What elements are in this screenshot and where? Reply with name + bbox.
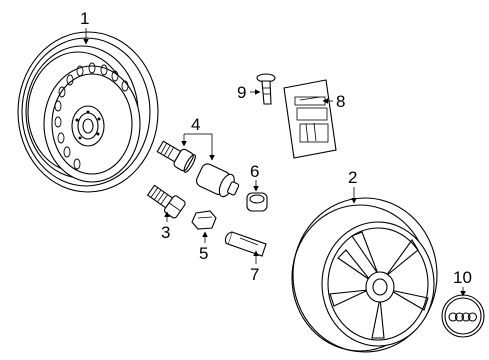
cap-puller-tool bbox=[224, 231, 267, 257]
alloy-wheel bbox=[291, 197, 438, 353]
spare-steel-wheel bbox=[17, 31, 159, 193]
callout-9: 9 bbox=[237, 83, 246, 102]
valve-stem bbox=[256, 73, 276, 105]
tire-label bbox=[283, 79, 337, 159]
callout-4: 4 bbox=[191, 115, 200, 134]
vent-holes bbox=[54, 62, 129, 170]
callout-2: 2 bbox=[348, 168, 357, 187]
callout-1: 1 bbox=[80, 9, 89, 28]
center-cap bbox=[441, 294, 485, 338]
bolt-cap bbox=[191, 210, 217, 230]
locking-bolt bbox=[156, 140, 196, 173]
cap bbox=[246, 192, 268, 212]
callout-6: 6 bbox=[250, 162, 259, 181]
callout-8: 8 bbox=[336, 92, 345, 111]
callout-7: 7 bbox=[250, 265, 259, 284]
wheel-bolt bbox=[146, 184, 186, 219]
locking-bolt-key bbox=[195, 163, 240, 198]
rings-logo-icon bbox=[448, 312, 478, 322]
callout-10: 10 bbox=[453, 268, 472, 287]
callout-3: 3 bbox=[161, 223, 170, 242]
callout-5: 5 bbox=[199, 244, 208, 263]
leader-lines bbox=[83, 28, 466, 297]
